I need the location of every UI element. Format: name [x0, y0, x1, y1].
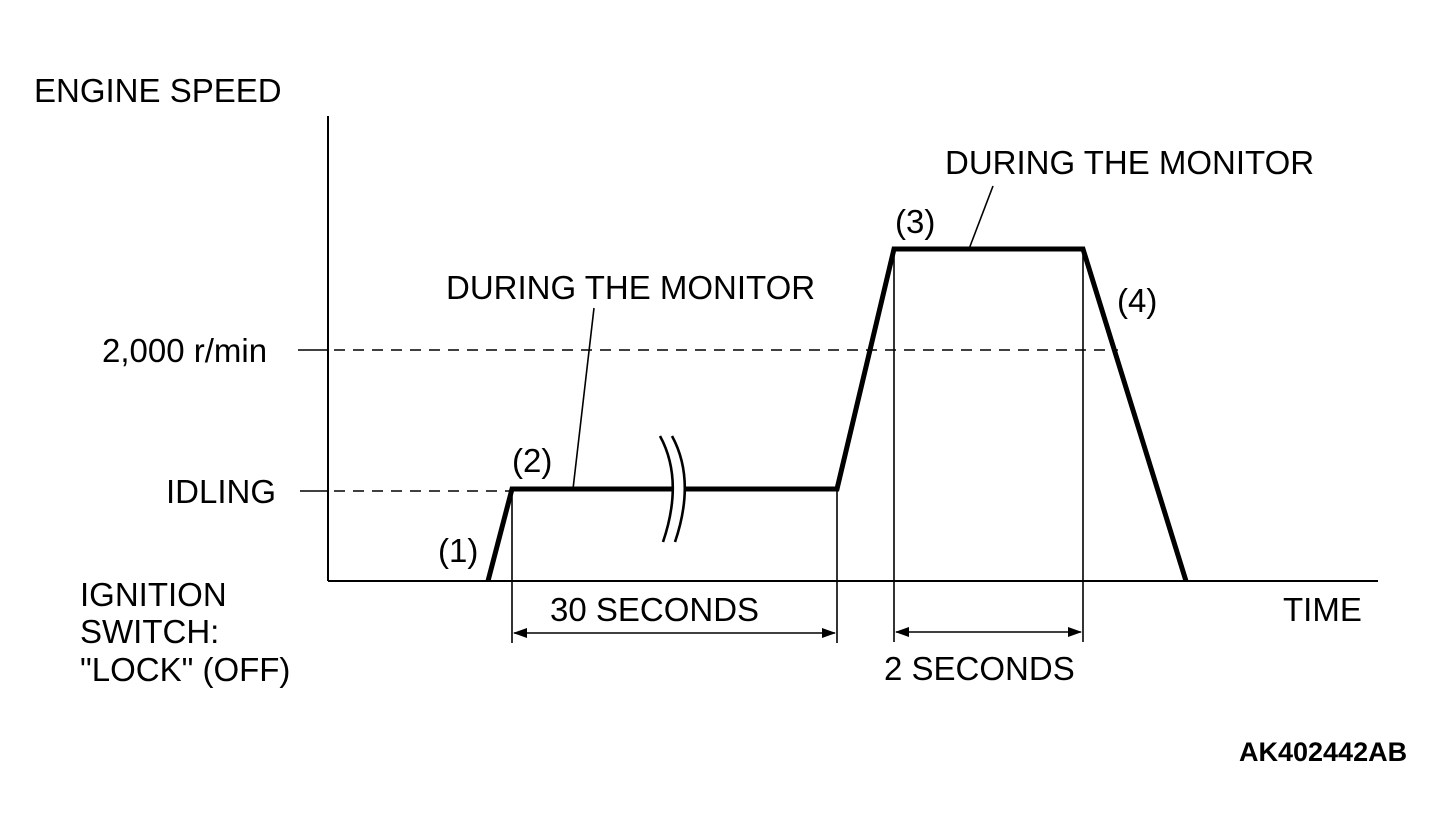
monitor-high-label: DURING THE MONITOR: [945, 144, 1314, 181]
x-axis-label: TIME: [1283, 591, 1362, 628]
duration-2-label: 2 SECONDS: [884, 650, 1075, 687]
step-3-label: (3): [895, 203, 935, 240]
time-break-symbol: [658, 433, 687, 544]
engine-speed-curve: [485, 246, 1189, 582]
level-idling-label: IDLING: [166, 473, 276, 510]
step-2-label: (2): [512, 442, 552, 479]
leader-monitor-low: [572, 307, 595, 490]
ignition-label-line2: SWITCH:: [80, 613, 219, 650]
figure-code: AK402442AB: [1239, 737, 1407, 767]
step-4-label: (4): [1117, 282, 1157, 319]
level-2000-label: 2,000 r/min: [102, 332, 267, 369]
step-1-label: (1): [438, 532, 478, 569]
leader-monitor-high: [968, 185, 994, 250]
ignition-label-line1: IGNITION: [80, 576, 227, 613]
duration-30-label: 30 SECONDS: [550, 591, 759, 628]
y-axis-label: ENGINE SPEED: [34, 72, 282, 109]
ignition-label-line3: "LOCK" (OFF): [80, 651, 290, 688]
monitor-low-label: DURING THE MONITOR: [446, 269, 815, 306]
